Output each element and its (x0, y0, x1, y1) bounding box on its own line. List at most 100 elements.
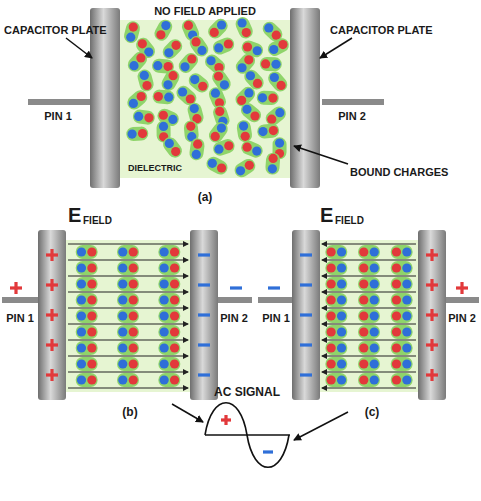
dipole (117, 245, 139, 259)
bound-charge (337, 247, 346, 256)
bound-charge (138, 129, 147, 138)
bound-charge (170, 375, 179, 384)
bound-charge (170, 343, 179, 352)
minus-sign (198, 343, 210, 346)
pin-lead (216, 297, 252, 303)
dipole-halo (391, 357, 413, 371)
dipole (391, 277, 413, 291)
bound-charge (244, 55, 253, 64)
material-label: DIELECTRIC (128, 164, 182, 174)
dipole (358, 341, 380, 355)
dipole-halo (76, 261, 98, 275)
dipole-halo (158, 341, 180, 355)
pin-lead (28, 99, 90, 105)
bound-charge (160, 343, 169, 352)
dipole-halo (325, 261, 347, 275)
leader-arrow (320, 38, 352, 58)
dipole (158, 341, 180, 355)
dipole (160, 135, 185, 161)
callout-label: BOUND CHARGES (350, 166, 448, 178)
dipole-halo (76, 309, 98, 323)
dipole (233, 15, 255, 41)
dipole (76, 261, 98, 275)
field-line (322, 259, 416, 260)
bound-charge (138, 39, 147, 48)
dipole-halo (117, 277, 139, 291)
dipole (158, 373, 180, 387)
dipole-halo (117, 341, 139, 355)
bound-charge (392, 263, 401, 272)
bound-charge (214, 72, 223, 81)
dipole-halo (358, 293, 380, 307)
plus-sign (221, 415, 231, 425)
bound-charge (359, 311, 368, 320)
bound-charge (271, 60, 280, 69)
ac-waveform (205, 403, 289, 468)
dipole-halo (265, 69, 290, 95)
bound-charge (239, 121, 248, 130)
dipole-halo (189, 137, 206, 161)
bound-charge (191, 37, 200, 46)
bound-charge (164, 93, 173, 102)
bound-charge (275, 139, 284, 148)
bound-charge (392, 343, 401, 352)
bound-charge (327, 295, 336, 304)
dipole (158, 325, 180, 339)
bound-charge (392, 247, 401, 256)
dipole (325, 293, 347, 307)
plus-sign (426, 369, 438, 381)
dipole-halo (158, 309, 180, 323)
bound-charge (160, 247, 169, 256)
pin-lead (444, 297, 479, 303)
dipole (391, 245, 413, 259)
bound-charge (159, 111, 168, 120)
dipole (358, 373, 380, 387)
bound-charge (217, 163, 226, 172)
bound-charge (243, 42, 252, 51)
charge-signs (10, 249, 468, 454)
capacitor-plate (418, 230, 446, 400)
bound-charge (268, 93, 277, 102)
dipole (265, 36, 291, 59)
bound-charge (170, 279, 179, 288)
bound-charge (186, 94, 195, 103)
bound-charge (160, 327, 169, 336)
minus-sign (300, 313, 312, 316)
dipole (158, 357, 180, 371)
dipole-halo (76, 293, 98, 307)
dipole (117, 325, 139, 339)
dipole (117, 293, 139, 307)
dipole-halo (117, 357, 139, 371)
dipole (158, 261, 180, 275)
dipole (76, 341, 98, 355)
dielectric (320, 240, 418, 392)
dipole-halo (358, 309, 380, 323)
bound-charge (337, 359, 346, 368)
bound-charge (392, 279, 401, 288)
bound-charge (269, 45, 278, 54)
bound-charge (190, 75, 199, 84)
field-line (322, 243, 416, 244)
dipole-halo (325, 309, 347, 323)
bound-charge (171, 147, 180, 156)
capacitor-plate (190, 230, 218, 400)
bound-charge (402, 375, 411, 384)
bound-charge (214, 43, 223, 52)
bound-charge (359, 359, 368, 368)
bound-charge (77, 295, 86, 304)
bound-charge (118, 343, 127, 352)
bound-charge (261, 59, 270, 68)
plus-sign (46, 369, 58, 381)
bound-charge (327, 375, 336, 384)
bound-charge (129, 311, 138, 320)
dipole-halo (358, 245, 380, 259)
plus-sign (426, 339, 438, 351)
leader-arrow (172, 404, 203, 422)
dipole (126, 126, 149, 141)
dipole-halo (158, 325, 180, 339)
dipole (391, 341, 413, 355)
dipole-halo (358, 277, 380, 291)
bound-charge (359, 279, 368, 288)
bound-charge (160, 295, 169, 304)
bound-charge (217, 124, 226, 133)
